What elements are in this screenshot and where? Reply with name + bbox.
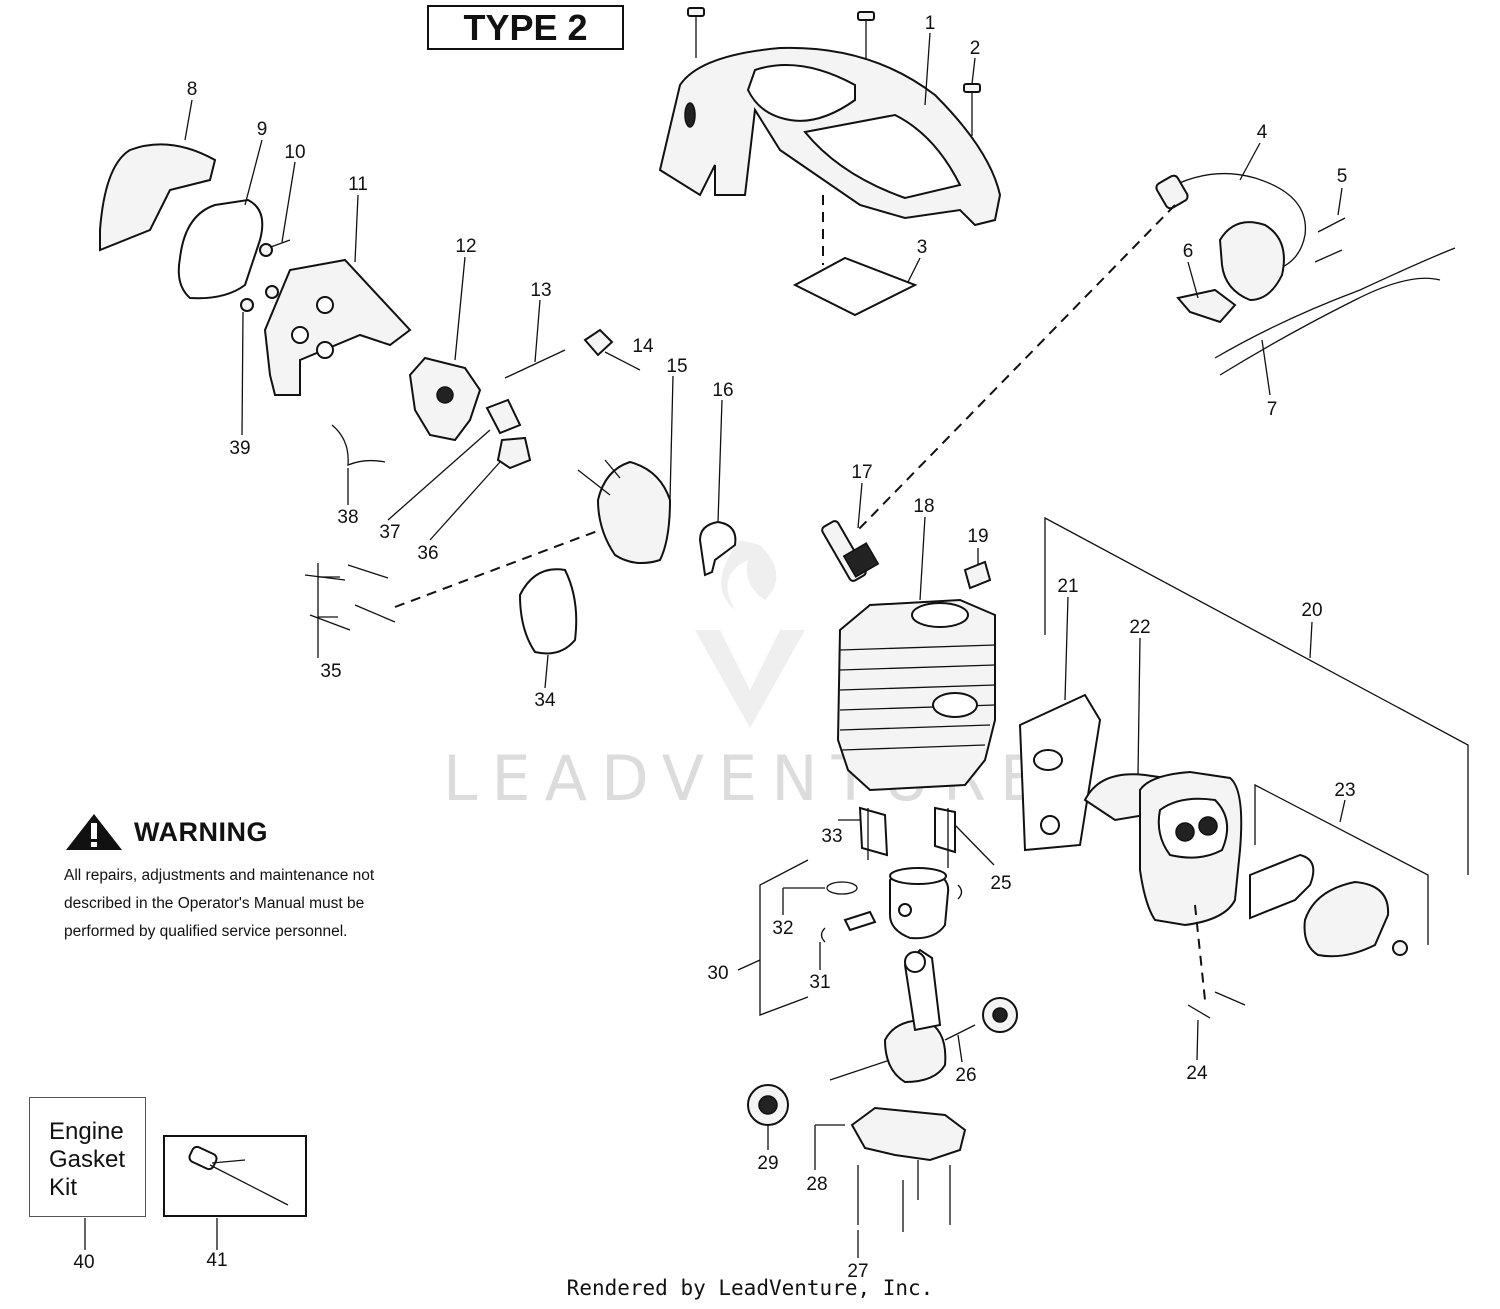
callout-41: 41	[206, 1250, 227, 1271]
callout-30: 30	[707, 963, 728, 984]
callout-9: 9	[257, 119, 268, 140]
callout-3: 3	[917, 237, 928, 258]
bracket-23	[1254, 783, 1429, 945]
callout-37: 37	[379, 522, 400, 543]
piston-pin	[843, 910, 877, 932]
gasket-34	[518, 568, 578, 655]
air-filter-9	[177, 198, 264, 300]
callout-20: 20	[1301, 600, 1322, 621]
gasket-16	[698, 520, 737, 577]
callout-16: 16	[712, 380, 733, 401]
spacer-37	[485, 398, 522, 435]
clip-25	[957, 884, 963, 900]
piston-pins-33-25	[858, 806, 956, 868]
bolts-27	[857, 1160, 951, 1232]
callout-12: 12	[455, 236, 476, 257]
bearing-29	[747, 1084, 789, 1126]
warning-header: WARNING	[64, 812, 424, 852]
callout-5: 5	[1337, 166, 1348, 187]
callout-27: 27	[847, 1261, 868, 1282]
kit-line-2: Gasket	[49, 1146, 126, 1173]
warning-block: WARNING All repairs, adjustments and mai…	[64, 812, 424, 946]
bolts-24	[1187, 991, 1246, 1019]
footer-credit: Rendered by LeadVenture, Inc.	[566, 1276, 934, 1300]
callout-25: 25	[990, 873, 1011, 894]
callout-31: 31	[809, 972, 830, 993]
callout-33: 33	[821, 826, 842, 847]
tool-box	[163, 1135, 307, 1217]
clip-31	[820, 927, 826, 943]
ring-32	[826, 881, 858, 895]
cover-pad-3	[792, 256, 918, 317]
callout-6: 6	[1183, 241, 1194, 262]
kit-line-1: Engine	[49, 1118, 124, 1145]
callout-29: 29	[757, 1153, 778, 1174]
watermark-logo	[695, 540, 805, 728]
callout-32: 32	[772, 918, 793, 939]
muffler-22	[1083, 770, 1243, 927]
type-label: TYPE 2	[427, 5, 624, 50]
filter-base-11	[263, 258, 412, 396]
screw-2	[687, 7, 981, 136]
callout-numbers: 1 2 3 4 5 6 7 8 9 10 11 12 13 14 15 16 1…	[73, 13, 1355, 1282]
callout-8: 8	[187, 79, 198, 100]
kit-line-3: Kit	[49, 1174, 78, 1201]
callout-4: 4	[1257, 122, 1268, 143]
crankshaft-26	[829, 948, 976, 1084]
bolt-10	[259, 239, 291, 257]
callout-14: 14	[632, 336, 654, 357]
callout-1: 1	[925, 13, 936, 34]
nut-39	[240, 285, 279, 312]
callout-39: 39	[229, 438, 250, 459]
callout-22: 22	[1129, 617, 1150, 638]
piston	[889, 867, 950, 940]
gasket-21	[1018, 693, 1102, 852]
crankcase-28	[850, 1106, 967, 1162]
warning-text: All repairs, adjustments and maintenance…	[64, 867, 375, 940]
wire-38	[331, 424, 386, 467]
bearing-26	[982, 997, 1018, 1033]
callout-28: 28	[806, 1174, 827, 1195]
screen-23	[1249, 853, 1315, 920]
callout-40: 40	[73, 1252, 94, 1273]
ignition-module	[1155, 172, 1456, 376]
callout-18: 18	[913, 496, 934, 517]
gasket-36	[496, 436, 532, 470]
leader-lines	[84, 32, 1346, 1258]
primer-14	[583, 328, 614, 357]
callout-7: 7	[1267, 399, 1278, 420]
callout-38: 38	[337, 507, 358, 528]
intake-adapter-15	[596, 460, 672, 565]
warning-triangle-icon	[66, 814, 122, 850]
cover-23	[1303, 880, 1390, 958]
cylinder-18	[836, 598, 996, 792]
engine-gasket-kit-box: Engine Gasket Kit	[29, 1097, 146, 1217]
scrench-tool-icon	[188, 1145, 289, 1206]
callout-24: 24	[1186, 1063, 1208, 1084]
clip-19	[963, 560, 992, 590]
bracket-20	[1044, 516, 1469, 875]
callout-21: 21	[1057, 576, 1078, 597]
callout-35: 35	[320, 661, 341, 682]
callout-15: 15	[666, 356, 687, 377]
callout-10: 10	[284, 142, 305, 163]
spark-plug-17	[821, 520, 880, 582]
callout-13: 13	[530, 280, 551, 301]
cylinder-cover	[658, 46, 1002, 227]
callout-17: 17	[851, 462, 872, 483]
pin-13	[504, 349, 566, 379]
callout-34: 34	[534, 690, 556, 711]
callout-11: 11	[348, 174, 368, 195]
callout-36: 36	[417, 543, 438, 564]
callout-26: 26	[955, 1065, 976, 1086]
filter-cover-8	[99, 143, 217, 252]
callout-2: 2	[970, 38, 981, 59]
callout-23: 23	[1334, 780, 1355, 801]
warning-title: WARNING	[134, 816, 268, 847]
callout-19: 19	[967, 526, 988, 547]
